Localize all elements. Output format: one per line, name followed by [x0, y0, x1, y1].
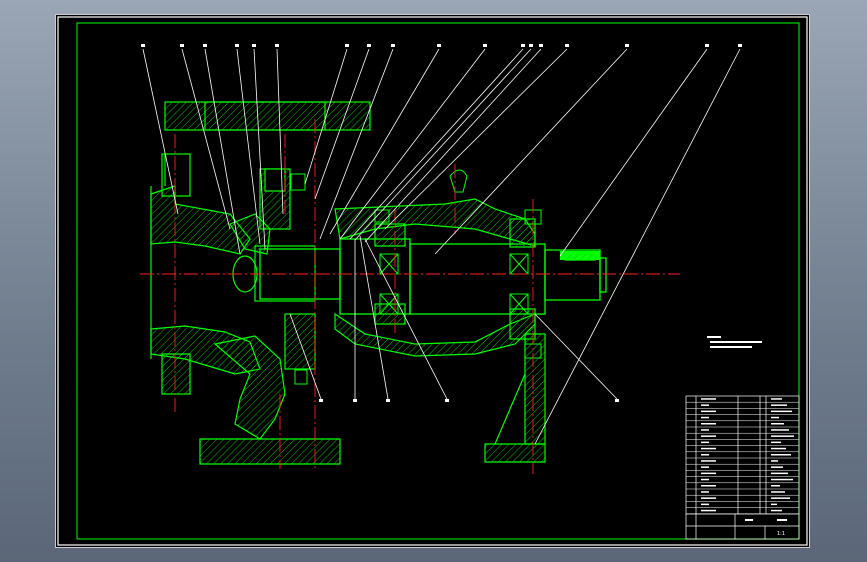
drawing-sheet: 1:1: [55, 14, 810, 548]
parts-list-cell-mark: [771, 404, 787, 406]
parts-list-cell-mark: [771, 485, 780, 487]
outer-frame: [57, 16, 808, 546]
inlet-nozzle: [150, 153, 191, 395]
impeller: [232, 168, 316, 370]
parts-list-cell-mark: [771, 398, 782, 400]
parts-list-cell-mark: [701, 441, 709, 444]
parts-list-cell-mark: [701, 435, 716, 437]
parts-list-cell-mark: [701, 447, 716, 450]
parts-list-cell-mark: [701, 404, 709, 406]
parts-list-cell-mark: [701, 509, 716, 512]
parts-list-cell-mark: [771, 416, 779, 419]
parts-list-cell-mark: [701, 485, 716, 487]
parts-list-cell-mark: [771, 466, 783, 468]
parts-list-cell-mark: [701, 398, 716, 400]
parts-list-cell-mark: [771, 491, 785, 493]
top-plate: [164, 101, 371, 131]
parts-list-rows: [686, 401, 799, 515]
parts-list-cell-mark: [771, 460, 778, 462]
parts-list-cell-mark: [771, 410, 792, 413]
item-balloons: [141, 44, 742, 402]
parts-list-cell-mark: [701, 454, 709, 456]
parts-list-cell-mark: [771, 472, 788, 475]
parts-list-cell-mark: [771, 435, 794, 437]
title-block-marks: [745, 519, 787, 521]
parts-list-cell-mark: [771, 509, 782, 512]
parts-list-cell-mark: [701, 416, 709, 419]
parts-list-cell-mark: [771, 454, 791, 456]
pump-assembly-drawing: 1:1: [57, 16, 808, 546]
leader-lines-bottom: [289, 235, 618, 400]
parts-list-cell-mark: [701, 429, 709, 431]
parts-list-cell-mark: [701, 478, 709, 481]
parts-list-cell-mark: [701, 410, 716, 413]
parts-list-cell-mark: [771, 423, 784, 425]
parts-list-cell-mark: [771, 447, 786, 450]
leader-lines-top: [142, 48, 741, 445]
inner-frame: [76, 22, 800, 540]
parts-list-cell-mark: [771, 503, 777, 506]
parts-list-cell-mark: [701, 491, 709, 493]
parts-list-cell-mark: [771, 441, 781, 444]
scale-label: 1:1: [777, 531, 785, 537]
parts-list-cell-mark: [701, 497, 716, 499]
support-foot: [484, 333, 546, 463]
center-lines: [140, 119, 680, 474]
technical-notes: [707, 336, 762, 348]
parts-list-cell-mark: [701, 466, 709, 468]
shaft: [259, 238, 607, 315]
parts-list-cell-mark: [701, 460, 716, 462]
parts-list-text: [701, 398, 794, 512]
parts-list-cell-mark: [771, 497, 790, 499]
parts-list-cell-mark: [771, 429, 789, 431]
parts-list-cell-mark: [771, 478, 793, 481]
parts-list-cell-mark: [701, 423, 716, 425]
parts-list-cell-mark: [701, 503, 709, 506]
parts-list-cell-mark: [701, 472, 716, 475]
